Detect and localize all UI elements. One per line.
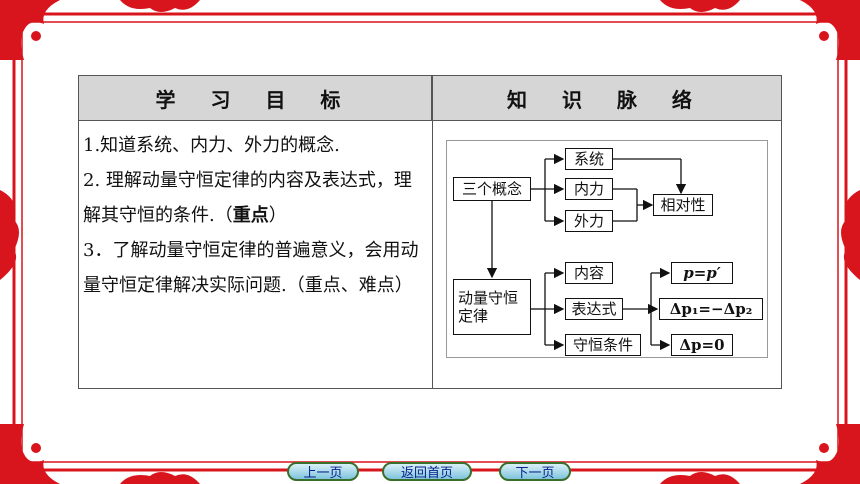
objective-2-emphasis: 重点 (232, 205, 269, 226)
knowledge-diagram: 三个概念 系统 内力 外力 相对性 动量守恒定律 内容 表达式 守恒条件 p=p… (446, 140, 768, 358)
box-three-concepts: 三个概念 (453, 177, 531, 201)
header-knowledge-outline: 知 识 脉 络 (432, 76, 781, 121)
objective-3: 3．了解动量守恒定律的普遍意义，会用动量守恒定律解决实际问题.（重点、难点） (83, 240, 419, 296)
box-external-force: 外力 (565, 210, 613, 232)
box-system: 系统 (565, 148, 613, 170)
objective-2-text: 2. 理解动量守恒定律的内容及表达式，理解其守恒的条件.（ (83, 170, 412, 226)
box-content: 内容 (565, 262, 613, 284)
box-internal-force: 内力 (565, 178, 613, 200)
objective-2-end: ） (268, 205, 287, 226)
objective-2: 2. 理解动量守恒定律的内容及表达式，理解其守恒的条件.（重点） (83, 163, 428, 233)
column-divider (432, 76, 433, 388)
diagram-connectors (486, 153, 687, 351)
box-relativity: 相对性 (653, 194, 713, 216)
objectives-list: 1.知道系统、内力、外力的概念. 2. 理解动量守恒定律的内容及表达式，理解其守… (83, 128, 428, 303)
box-expression: 表达式 (565, 298, 623, 320)
formula-delta-p1-equals-minus-delta-p2: Δp₁=−Δp₂ (659, 298, 763, 320)
formula-delta-p-equals-zero: Δp=0 (671, 334, 733, 356)
formula-p-equals-p-prime: p=p′ (671, 262, 733, 284)
box-momentum-conservation-law: 动量守恒定律 (453, 279, 531, 335)
home-page-button[interactable]: 返回首页 (382, 462, 472, 481)
objective-1: 1.知道系统、内力、外力的概念. (83, 135, 340, 156)
box-conservation-condition: 守恒条件 (565, 334, 641, 356)
next-page-button[interactable]: 下一页 (499, 462, 571, 481)
prev-page-button[interactable]: 上一页 (287, 462, 359, 481)
header-learning-objectives: 学 习 目 标 (79, 76, 432, 121)
